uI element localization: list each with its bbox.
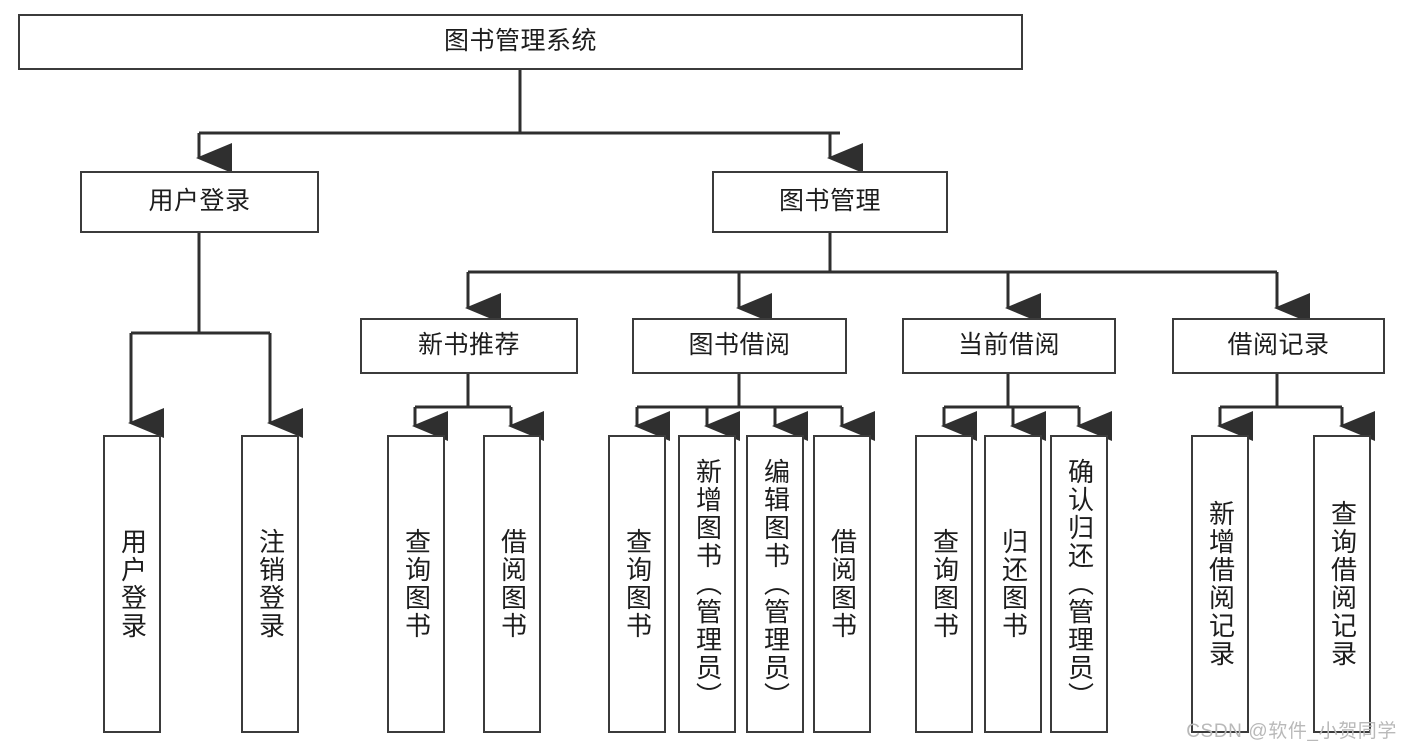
- leaf-records-add-record[interactable]: 新增借阅记录: [1191, 435, 1249, 733]
- node-book-management-label: 图书管理: [778, 187, 881, 216]
- leaf-borrow-borrow-book-label: 借阅图书: [827, 528, 858, 640]
- node-borrow-records[interactable]: 借阅记录: [1172, 318, 1385, 374]
- leaf-logout-label: 注销登录: [255, 528, 286, 640]
- leaf-borrow-edit-book-admin[interactable]: 编辑图书（管理员）: [746, 435, 804, 733]
- leaf-borrow-add-book-admin-label: 新增图书（管理员）: [692, 458, 723, 710]
- leaf-logout[interactable]: 注销登录: [241, 435, 299, 733]
- leaf-current-return-book-label: 归还图书: [998, 528, 1029, 640]
- node-new-book-recommend[interactable]: 新书推荐: [360, 318, 578, 374]
- node-root-label: 图书管理系统: [443, 27, 597, 56]
- leaf-current-confirm-return-admin-label: 确认归还（管理员）: [1064, 458, 1095, 710]
- leaf-borrow-query-book[interactable]: 查询图书: [608, 435, 666, 733]
- node-borrow-records-label: 借阅记录: [1227, 331, 1330, 360]
- leaf-records-add-record-label: 新增借阅记录: [1205, 500, 1236, 668]
- leaf-newbook-borrow-book-label: 借阅图书: [497, 528, 528, 640]
- leaf-current-query-book[interactable]: 查询图书: [915, 435, 973, 733]
- leaf-newbook-query-book[interactable]: 查询图书: [387, 435, 445, 733]
- leaf-user-login-label: 用户登录: [117, 528, 148, 640]
- node-book-borrow-label: 图书借阅: [688, 331, 791, 360]
- leaf-current-query-book-label: 查询图书: [929, 528, 960, 640]
- leaf-borrow-borrow-book[interactable]: 借阅图书: [813, 435, 871, 733]
- csdn-watermark: CSDN @软件_小贺同学: [1186, 721, 1397, 742]
- node-root[interactable]: 图书管理系统: [18, 14, 1023, 70]
- node-book-borrow[interactable]: 图书借阅: [632, 318, 847, 374]
- leaf-current-return-book[interactable]: 归还图书: [984, 435, 1042, 733]
- leaf-borrow-edit-book-admin-label: 编辑图书（管理员）: [760, 458, 791, 710]
- leaf-user-login[interactable]: 用户登录: [103, 435, 161, 733]
- node-current-borrow[interactable]: 当前借阅: [902, 318, 1116, 374]
- node-new-book-recommend-label: 新书推荐: [417, 331, 520, 360]
- leaf-current-confirm-return-admin[interactable]: 确认归还（管理员）: [1050, 435, 1108, 733]
- node-user-login[interactable]: 用户登录: [80, 171, 319, 233]
- node-current-borrow-label: 当前借阅: [957, 331, 1060, 360]
- leaf-records-query-record-label: 查询借阅记录: [1327, 500, 1358, 668]
- leaf-borrow-query-book-label: 查询图书: [622, 528, 653, 640]
- leaf-newbook-query-book-label: 查询图书: [401, 528, 432, 640]
- leaf-borrow-add-book-admin[interactable]: 新增图书（管理员）: [678, 435, 736, 733]
- node-book-management[interactable]: 图书管理: [712, 171, 948, 233]
- leaf-newbook-borrow-book[interactable]: 借阅图书: [483, 435, 541, 733]
- leaf-records-query-record[interactable]: 查询借阅记录: [1313, 435, 1371, 733]
- node-user-login-label: 用户登录: [148, 187, 251, 216]
